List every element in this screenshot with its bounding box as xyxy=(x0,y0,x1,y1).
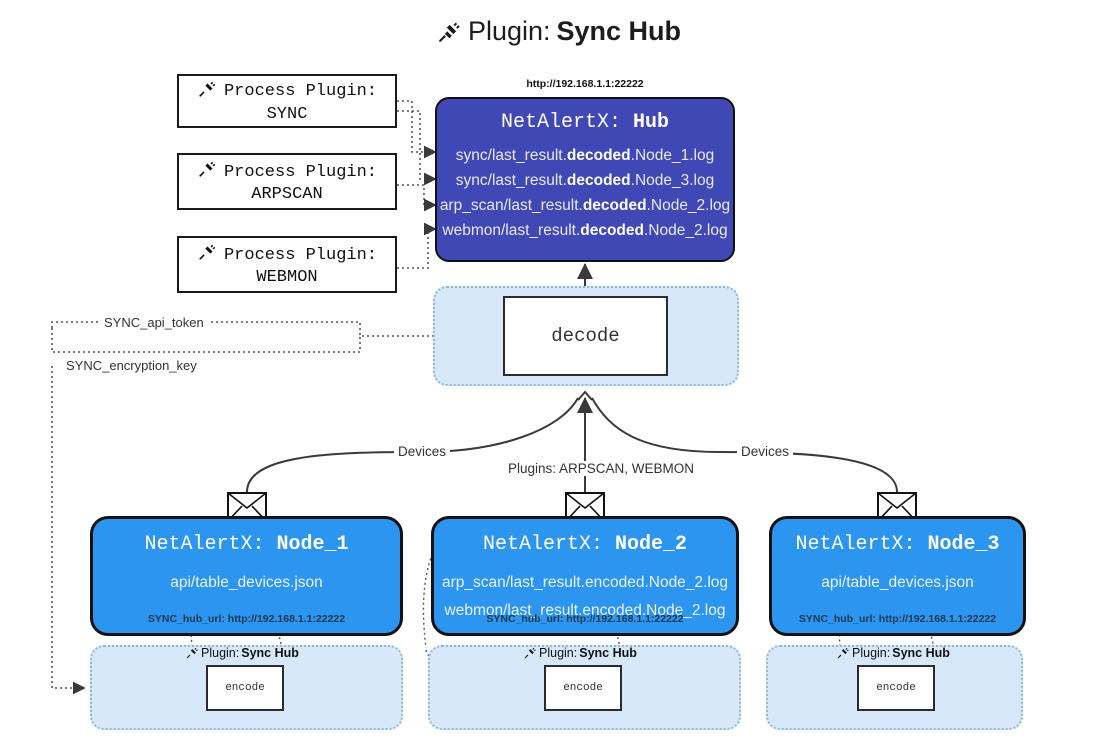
plug-icon xyxy=(523,646,537,660)
encode-band-label-node2: Plugin: Sync Hub xyxy=(523,646,637,660)
log-mid: decoded xyxy=(566,172,631,189)
plug-icon xyxy=(197,159,223,185)
plug-icon xyxy=(436,19,462,45)
process-plugin-name: ARPSCAN xyxy=(251,185,323,204)
node-title: NetAlertX: Node_3 xyxy=(772,533,1023,556)
sync-encryption-key-label: SYNC_encryption_key xyxy=(62,358,201,373)
band-label-prefix: Plugin: xyxy=(539,646,578,660)
node-title-name: Node_3 xyxy=(927,533,1000,556)
encode-band-label-node3: Plugin: Sync Hub xyxy=(836,646,950,660)
node-title-name: Node_2 xyxy=(615,533,688,556)
process-plugin-label: Process Plugin: xyxy=(223,82,378,101)
encode-box-node3[interactable]: encode xyxy=(857,665,935,711)
log-pre: sync/last_result. xyxy=(455,172,567,189)
title-name: Sync Hub xyxy=(556,16,682,46)
plug-icon xyxy=(185,646,199,660)
log-pre: webmon/last_result. xyxy=(442,222,581,239)
log-pre: sync/last_result. xyxy=(455,147,567,164)
node-line: arp_scan/last_result.encoded.Node_2.log xyxy=(441,574,729,591)
node-footer: SYNC_hub_url: http://192.168.1.1:22222 xyxy=(486,613,684,625)
log-mid: decoded xyxy=(566,147,631,164)
title-prefix: Plugin: xyxy=(467,16,551,46)
plugins-label-center: Plugins: ARPSCAN, WEBMON xyxy=(504,461,699,476)
node-box-node1[interactable]: NetAlertX: Node_1 api/table_devices.json… xyxy=(90,516,403,636)
process-plugin-label: Process Plugin: xyxy=(223,162,378,182)
hub-log-line: sync/last_result.decoded.Node_1.log xyxy=(437,143,733,168)
node-line: api/table_devices.json xyxy=(170,574,323,591)
log-mid: decoded xyxy=(580,222,644,239)
node-box-node2[interactable]: NetAlertX: Node_2 arp_scan/last_result.e… xyxy=(431,516,739,636)
hub-title-prefix: NetAlertX: xyxy=(500,111,621,134)
process-plugin-name: WEBMON xyxy=(256,268,318,287)
log-pre: arp_scan/last_result. xyxy=(439,197,583,214)
plug-icon xyxy=(836,646,850,660)
encode-band-label-node1: Plugin: Sync Hub xyxy=(185,646,299,660)
hub-log-line: sync/last_result.decoded.Node_3.log xyxy=(437,168,733,193)
node-title: NetAlertX: Node_1 xyxy=(93,533,400,556)
devices-label-left: Devices xyxy=(394,444,451,459)
node-title: NetAlertX: Node_2 xyxy=(434,533,736,556)
process-plugin-name: SYNC xyxy=(266,104,308,124)
hub-box[interactable]: NetAlertX: Hub sync/last_result.decoded.… xyxy=(435,97,735,262)
band-label-name: Sync Hub xyxy=(892,646,950,660)
page-title: Plugin: Sync Hub xyxy=(0,16,1117,47)
devices-label-right: Devices xyxy=(737,444,794,459)
process-plugin-box-arpscan[interactable]: Process Plugin: ARPSCAN xyxy=(177,153,397,210)
hub-log-line: webmon/last_result.decoded.Node_2.log xyxy=(437,218,733,243)
node-line: webmon/last_result.encoded.Node_2.log xyxy=(444,602,726,619)
node-title-prefix: NetAlertX: xyxy=(482,533,603,556)
hub-title: NetAlertX: Hub xyxy=(437,111,733,134)
node-footer: SYNC_hub_url: http://192.168.1.1:22222 xyxy=(798,613,997,625)
log-post: .Node_3.log xyxy=(630,172,715,189)
encode-box-node2[interactable]: encode xyxy=(544,665,622,711)
node-title-name: Node_1 xyxy=(276,533,349,556)
node-title-prefix: NetAlertX: xyxy=(144,533,265,556)
sync-api-token-label: SYNC_api_token xyxy=(100,315,208,330)
hub-log-list: sync/last_result.decoded.Node_1.log sync… xyxy=(437,143,733,243)
log-mid: decoded xyxy=(582,197,647,214)
hub-log-line: arp_scan/last_result.decoded.Node_2.log xyxy=(437,193,733,218)
log-post: .Node_1.log xyxy=(630,147,715,164)
node-footer: SYNC_hub_url: http://192.168.1.1:22222 xyxy=(147,613,346,625)
hub-title-name: Hub xyxy=(633,111,670,134)
node-line-list: arp_scan/last_result.encoded.Node_2.log … xyxy=(434,569,736,625)
process-plugin-box-sync[interactable]: Process Plugin: SYNC xyxy=(177,74,397,128)
plug-icon xyxy=(197,242,223,268)
process-plugin-box-webmon[interactable]: Process Plugin: WEBMON xyxy=(177,236,397,293)
node-box-node3[interactable]: NetAlertX: Node_3 api/table_devices.json… xyxy=(769,516,1026,636)
encode-box-node1[interactable]: encode xyxy=(206,665,284,711)
node-title-prefix: NetAlertX: xyxy=(795,533,916,556)
node-line: api/table_devices.json xyxy=(821,574,974,591)
node-line-list: api/table_devices.json xyxy=(93,569,400,597)
process-plugin-label: Process Plugin: xyxy=(223,245,378,265)
band-label-name: Sync Hub xyxy=(579,646,637,660)
node-line-list: api/table_devices.json xyxy=(772,569,1023,597)
plug-icon xyxy=(197,79,223,105)
band-label-name: Sync Hub xyxy=(241,646,299,660)
log-post: .Node_2.log xyxy=(643,222,728,239)
hub-url-label: http://192.168.1.1:22222 xyxy=(526,78,644,90)
band-label-prefix: Plugin: xyxy=(852,646,891,660)
decode-box[interactable]: decode xyxy=(503,296,668,376)
band-label-prefix: Plugin: xyxy=(201,646,240,660)
log-post: .Node_2.log xyxy=(646,197,731,214)
